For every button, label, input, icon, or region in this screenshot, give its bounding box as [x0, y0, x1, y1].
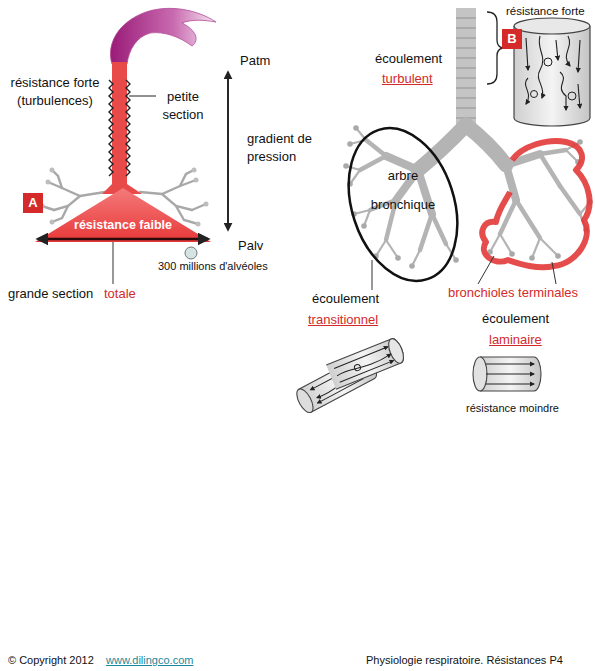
text-label: écoulement [482, 310, 549, 328]
text-label: petite section [157, 88, 209, 123]
panel-letter: B [502, 29, 522, 49]
text-label: Patm [240, 52, 270, 70]
leader-line [113, 241, 114, 284]
node-text: B [502, 30, 522, 48]
trachea-rings [126, 80, 130, 176]
text-label: grande section [8, 285, 93, 303]
turbulent-cylinder [514, 18, 590, 126]
laminar-cylinder [473, 357, 541, 391]
node-outline [35, 186, 211, 242]
node-text: arbre bronchique [368, 162, 438, 219]
panel-letter: A [23, 193, 43, 213]
text-label: écoulement [375, 50, 442, 68]
text-label: 300 millions d'alvéoles [158, 259, 268, 274]
pressure-arrow [227, 72, 229, 230]
text-label: turbulent [382, 70, 433, 88]
text-label: laminaire [489, 331, 542, 349]
trachea [112, 62, 127, 186]
text-label: © Copyright 2012 [8, 653, 94, 668]
trachea-rings [456, 18, 476, 118]
alveolus [185, 247, 197, 259]
terminal-bronchioles-outline [482, 141, 589, 267]
alveoli-buds [343, 125, 593, 269]
text-label: écoulement [312, 290, 379, 308]
trachea-rings [109, 80, 113, 176]
transitional-tubes [294, 337, 407, 415]
bracket [487, 12, 503, 84]
text-label: résistance moindre [466, 401, 559, 416]
alveolar-section-band: résistance faible [35, 186, 211, 242]
text-label: www.dilingco.com [106, 653, 193, 668]
text-label: résistance forte (turbulences) [5, 74, 105, 109]
text-label: résistance forte [506, 4, 585, 20]
text-label: totale [104, 285, 136, 303]
ellipse-outline [330, 114, 476, 295]
triangle-shape [35, 188, 211, 242]
text-label: transitionnel [308, 311, 378, 329]
leader-line [129, 96, 156, 97]
node-text: A [23, 194, 43, 212]
leader-line [372, 260, 373, 290]
text-label: gradient de pression [247, 130, 315, 165]
larynx [110, 8, 216, 64]
leader-line [552, 262, 556, 284]
text-label: Physiologie respiratoire. Résistances P4 [366, 653, 563, 668]
bronchial-tree-ellipse: arbre bronchique [348, 122, 458, 287]
text-label: Palv [238, 237, 263, 255]
bronchial-tree [346, 125, 590, 266]
leader-line [478, 256, 494, 284]
node-text: résistance faible [65, 217, 181, 234]
text-label: bronchioles terminales [448, 284, 578, 302]
trachea [456, 8, 476, 130]
